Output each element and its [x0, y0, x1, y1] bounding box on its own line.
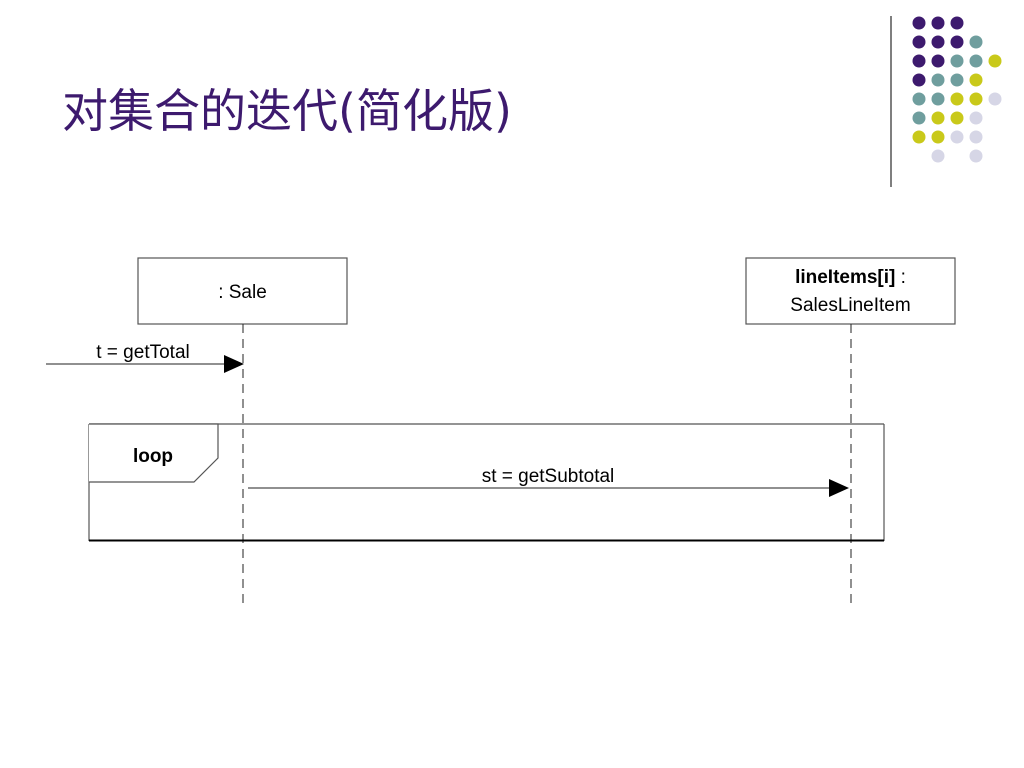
- decorative-dot: [950, 35, 964, 49]
- loop-fragment-label-tab: [89, 423, 219, 483]
- decorative-dot: [950, 92, 964, 106]
- decorative-dot: [912, 92, 926, 106]
- decorative-dot: [969, 149, 983, 163]
- decorative-dot: [912, 16, 926, 30]
- decorative-dot: [969, 73, 983, 87]
- lifeline-lineitems-box: [745, 257, 956, 325]
- message-getsubtotal-label: st = getSubtotal: [482, 466, 615, 487]
- decorative-dot: [912, 111, 926, 125]
- decorative-dot: [931, 92, 945, 106]
- decorative-dot: [931, 111, 945, 125]
- decorative-dot: [950, 73, 964, 87]
- decorative-dot: [912, 35, 926, 49]
- loop-fragment: loop: [88, 423, 885, 542]
- lifeline-lineitems-label: lineItems[i] :: [795, 267, 906, 288]
- loop-fragment-label: loop: [133, 446, 173, 467]
- lifeline-lineitems-label-bold: lineItems[i]: [795, 267, 895, 288]
- decorative-dot: [950, 111, 964, 125]
- decorative-dot: [950, 130, 964, 144]
- decorative-dot: [969, 54, 983, 68]
- page-title: 对集合的迭代(简化版): [62, 84, 512, 138]
- decorative-dot: [969, 130, 983, 144]
- decorative-dot: [931, 54, 945, 68]
- dot-group: [912, 16, 1002, 163]
- decorative-dot: [969, 92, 983, 106]
- decorative-dot: [931, 73, 945, 87]
- decorative-dot: [912, 130, 926, 144]
- lifeline-lineitems-label-line2: SalesLineItem: [790, 295, 910, 316]
- decorative-dot: [969, 111, 983, 125]
- decorative-dot: [969, 35, 983, 49]
- decorative-dot: [950, 54, 964, 68]
- lifeline-lineitems: lineItems[i] : SalesLineItem: [745, 257, 956, 603]
- decorative-dot: [988, 92, 1002, 106]
- lifeline-lineitems-label-rest: :: [895, 267, 906, 288]
- lifeline-sale-label: : Sale: [218, 282, 267, 303]
- message-gettotal: t = getTotal: [46, 342, 244, 373]
- lifeline-sale: : Sale: [137, 257, 348, 603]
- decorative-dot: [988, 54, 1002, 68]
- decorative-dot: [912, 73, 926, 87]
- lifeline-sale-box: [137, 257, 348, 325]
- decorative-dot: [931, 149, 945, 163]
- message-gettotal-label: t = getTotal: [96, 342, 189, 363]
- decorative-dot-grid: [890, 16, 1002, 187]
- decorative-dot: [931, 130, 945, 144]
- decorative-dot: [912, 54, 926, 68]
- decorative-dot: [950, 16, 964, 30]
- message-getsubtotal: st = getSubtotal: [248, 466, 849, 497]
- decorative-dot: [931, 16, 945, 30]
- decorative-dot: [931, 35, 945, 49]
